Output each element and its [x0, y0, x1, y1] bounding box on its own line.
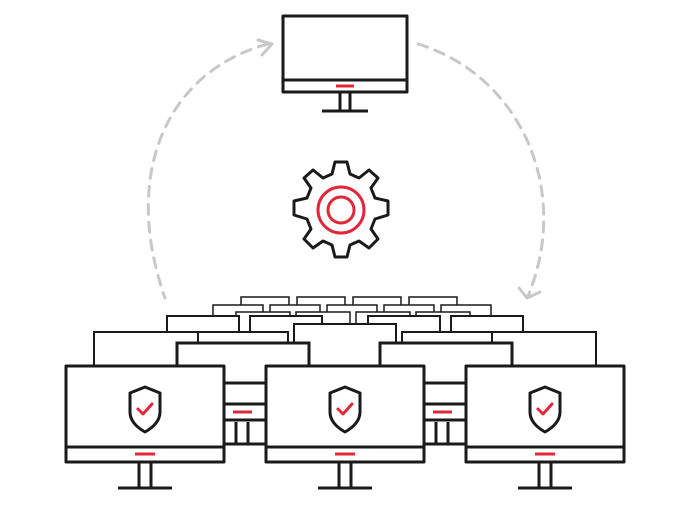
client-monitor-left — [64, 364, 226, 490]
arrow-icon — [256, 38, 274, 57]
sync-arrows — [146, 42, 546, 300]
gear-ring-outer — [316, 185, 366, 235]
gear-outline — [292, 160, 390, 259]
gear-ring-inner — [326, 195, 356, 225]
shield-check-icon — [128, 385, 162, 434]
right-dashed-arc — [416, 42, 546, 298]
client-monitor-right — [464, 364, 626, 490]
fleet-stands-between — [222, 402, 468, 446]
client-monitor-center — [264, 364, 426, 490]
gear-icon — [292, 160, 390, 259]
fleet-mid — [93, 315, 597, 373]
arrow-heads — [256, 38, 542, 300]
server-monitor — [281, 14, 409, 113]
shield-check-icon — [328, 385, 362, 434]
shield-check-icon — [528, 385, 562, 434]
arrow-icon — [517, 286, 542, 300]
left-dashed-arc — [146, 42, 270, 300]
